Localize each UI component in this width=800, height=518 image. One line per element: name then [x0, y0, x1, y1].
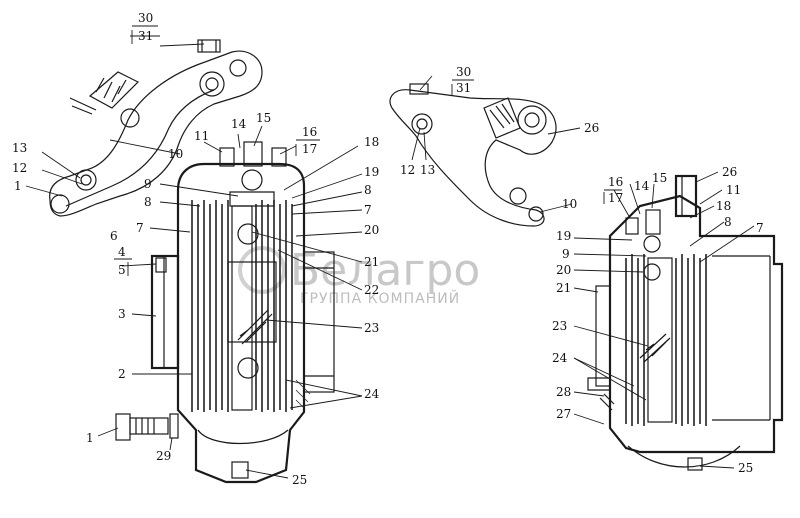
label-9-left: 9 — [144, 177, 152, 191]
right-brake-housing — [587, 174, 784, 471]
label-6-left: 6 — [110, 229, 118, 243]
label-13-left: 13 — [12, 141, 27, 155]
label-18-left: 18 — [364, 135, 379, 149]
label-16-right: 16 — [608, 175, 623, 189]
label-1-left-top: 1 — [14, 179, 22, 193]
left-arm-assembly — [49, 39, 263, 217]
label-3-left: 3 — [118, 307, 126, 321]
label-7-left: 7 — [136, 221, 144, 235]
label-9-right: 9 — [562, 247, 570, 261]
label-4-left: 4 — [118, 245, 126, 259]
brake-disc-stack — [191, 200, 293, 412]
label-10-left: 10 — [168, 147, 183, 161]
label-21-right: 21 — [556, 281, 571, 295]
label-24-right: 24 — [552, 351, 568, 365]
label-1-left-bottom: 1 — [86, 431, 94, 445]
right-brake-disc-stack — [625, 254, 707, 426]
label-11-right: 11 — [726, 183, 741, 197]
label-11-left: 11 — [194, 129, 209, 143]
label-25-left: 25 — [292, 473, 307, 487]
label-26-right: 26 — [722, 165, 737, 179]
watermark-subtitle: ГРУППА КОМПАНИЙ — [300, 289, 460, 307]
label-31-right: 31 — [456, 81, 471, 95]
label-8-right: 8 — [724, 215, 732, 229]
left-brake-housing — [115, 141, 335, 484]
right-arm-assembly — [389, 83, 557, 227]
label-14-right: 14 — [634, 179, 650, 193]
label-28-right: 28 — [556, 385, 571, 399]
label-26-right-top: 26 — [584, 121, 599, 135]
label-30-left: 30 — [138, 11, 153, 25]
label-23-left: 23 — [364, 321, 379, 335]
label-20-right: 20 — [556, 263, 571, 277]
label-17-right: 17 — [608, 191, 623, 205]
label-24-left: 24 — [364, 387, 380, 401]
labels-right: 30 31 12 13 26 10 16 17 14 15 26 11 18 8… — [400, 65, 764, 475]
label-15-right: 15 — [652, 171, 667, 185]
label-22-left: 22 — [364, 283, 379, 297]
label-17-left: 17 — [302, 142, 317, 156]
label-29-left: 29 — [156, 449, 171, 463]
label-10-right: 10 — [562, 197, 577, 211]
label-19-left: 19 — [364, 165, 379, 179]
labels-left: 30 31 13 12 1 10 11 14 15 16 17 18 19 9 … — [12, 11, 380, 487]
label-7-right: 7 — [756, 221, 764, 235]
label-30-right: 30 — [456, 65, 471, 79]
label-12-right: 12 — [400, 163, 415, 177]
label-8-left-r: 8 — [364, 183, 372, 197]
label-8-left: 8 — [144, 195, 152, 209]
label-16-left: 16 — [302, 125, 317, 139]
label-21-left: 21 — [364, 255, 379, 269]
label-5-left: 5 — [118, 263, 126, 277]
label-14-left: 14 — [231, 117, 247, 131]
label-20-left: 20 — [364, 223, 379, 237]
leader-lines-left — [25, 35, 363, 479]
label-18-right: 18 — [716, 199, 731, 213]
label-19-right: 19 — [556, 229, 571, 243]
label-7-left-r: 7 — [364, 203, 372, 217]
label-31-left: 31 — [138, 29, 153, 43]
label-2-left: 2 — [118, 367, 126, 381]
label-15-left: 15 — [256, 111, 271, 125]
watermark-brand: Белагро — [290, 245, 480, 296]
label-23-right: 23 — [552, 319, 567, 333]
label-25-right: 25 — [738, 461, 753, 475]
label-27-right: 27 — [556, 407, 571, 421]
label-12-left: 12 — [12, 161, 27, 175]
label-13-right: 13 — [420, 163, 435, 177]
leader-lines-right — [411, 75, 755, 469]
